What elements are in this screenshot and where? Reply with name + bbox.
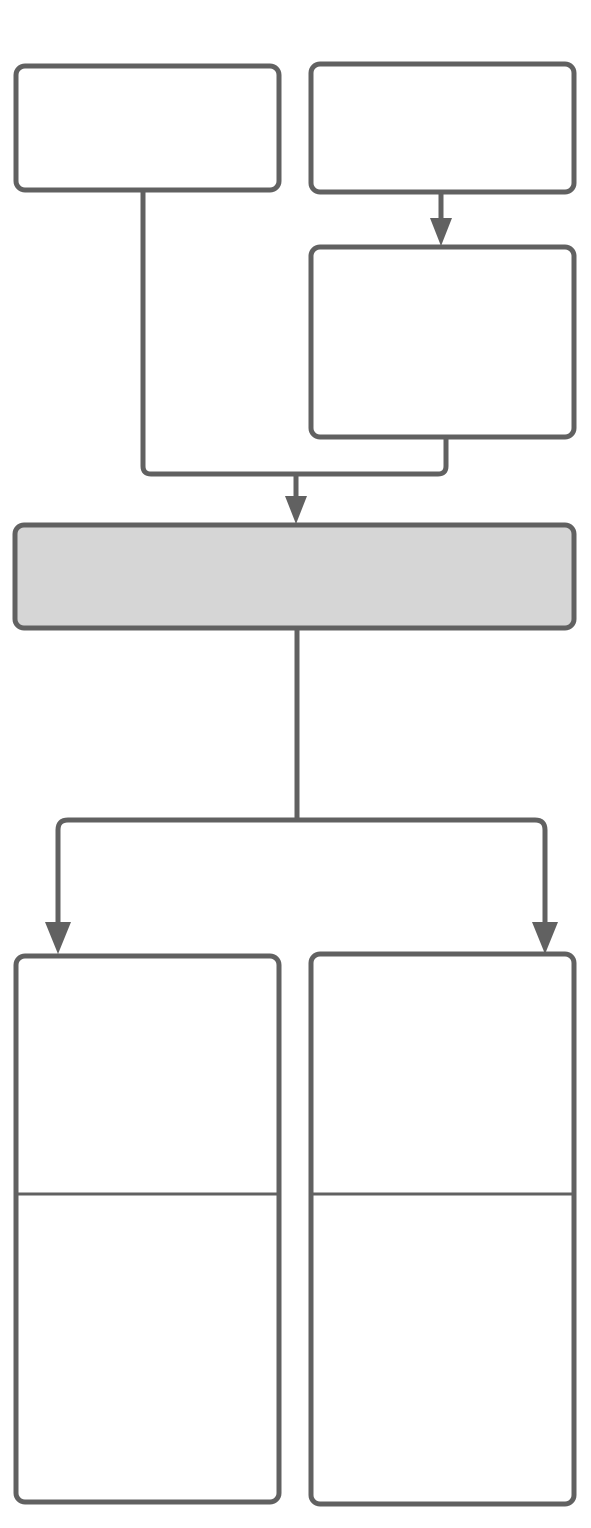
node-bottom-left[interactable] bbox=[13, 953, 282, 1505]
nodes bbox=[12, 61, 577, 1507]
connector-middle-right-down bbox=[296, 437, 449, 477]
arrowhead-middle-right bbox=[430, 218, 452, 246]
node-top-right[interactable] bbox=[308, 61, 577, 195]
connector-split-right bbox=[297, 817, 548, 922]
arrowhead-center bbox=[285, 496, 307, 524]
arrowhead-bottom-right bbox=[532, 922, 558, 954]
node-bottom-right[interactable] bbox=[308, 951, 577, 1507]
node-top-left[interactable] bbox=[13, 63, 282, 193]
node-middle-right[interactable] bbox=[308, 244, 577, 440]
connector-split-left bbox=[55, 817, 297, 922]
arrowhead-bottom-left bbox=[45, 922, 71, 954]
node-center-highlight[interactable] bbox=[12, 522, 577, 631]
connector-top-left-down bbox=[140, 190, 296, 477]
connectors bbox=[45, 190, 558, 954]
